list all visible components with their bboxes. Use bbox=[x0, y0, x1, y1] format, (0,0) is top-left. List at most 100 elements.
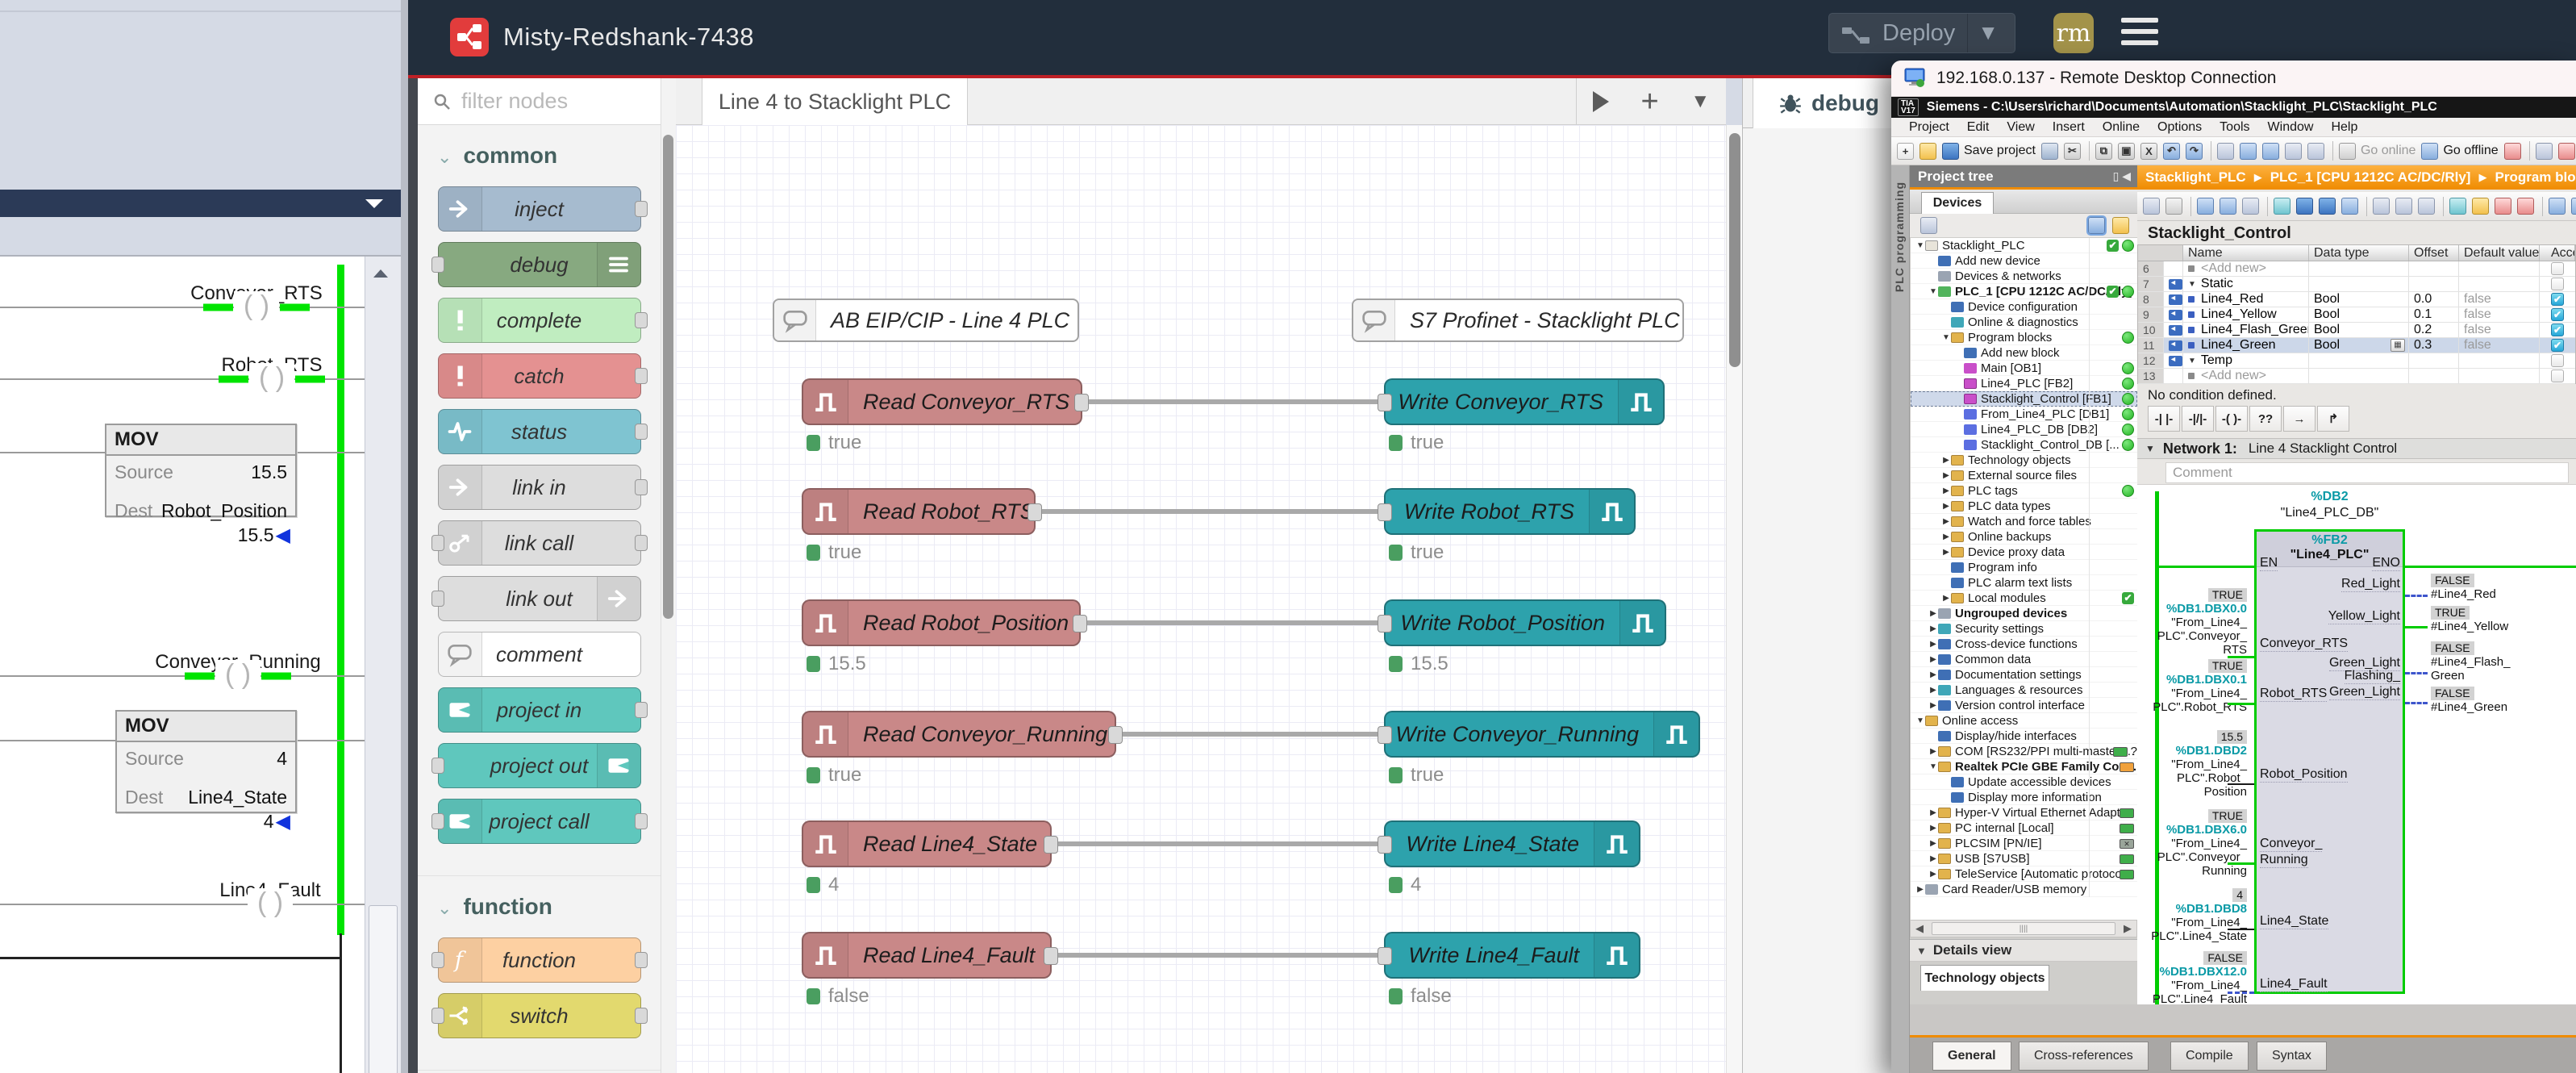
tab-general[interactable]: General bbox=[1932, 1042, 2011, 1071]
load-start-values-icon[interactable] bbox=[2418, 198, 2435, 215]
deploy-button[interactable]: Deploy ▼ bbox=[1828, 13, 2015, 53]
ladder-scrollbar[interactable] bbox=[365, 257, 401, 1073]
menu-item-help[interactable]: Help bbox=[2331, 119, 2358, 134]
node-input-port[interactable] bbox=[431, 758, 444, 774]
accessible-checkbox[interactable] bbox=[2551, 354, 2564, 367]
canvas-scrollbar[interactable] bbox=[1726, 125, 1742, 1073]
copy-icon[interactable]: ⧉ bbox=[2095, 142, 2112, 160]
expand-all-icon[interactable] bbox=[2449, 198, 2466, 215]
node-input-port[interactable] bbox=[431, 813, 444, 829]
open-icon[interactable] bbox=[1919, 142, 1936, 160]
palette-node-project-out[interactable]: project out bbox=[431, 743, 641, 788]
reset-start-icon[interactable] bbox=[2495, 198, 2511, 215]
insert-row-above-icon[interactable] bbox=[2197, 198, 2214, 215]
tree-item-plc-data-types[interactable]: ▶PLC data types bbox=[1911, 499, 2137, 514]
user-avatar[interactable]: rm bbox=[2053, 13, 2094, 53]
node-output-port[interactable] bbox=[634, 201, 648, 217]
tree-item-plc-1-cpu-1212c-ac-dc-rly[interactable]: ▼PLC_1 [CPU 1212C AC/DC/Rly]✔ bbox=[1911, 284, 2137, 299]
expander-open-icon[interactable]: ▼ bbox=[1929, 762, 1937, 771]
scrollbar-thumb[interactable] bbox=[1729, 133, 1740, 367]
node-output-port[interactable] bbox=[634, 535, 648, 551]
expander-closed-icon[interactable]: ▶ bbox=[1930, 808, 1936, 817]
palette-node-comment[interactable]: comment bbox=[437, 632, 641, 677]
tab-cross-references[interactable]: Cross-references bbox=[2019, 1042, 2149, 1071]
node-input-port[interactable] bbox=[431, 591, 444, 607]
output-coil[interactable]: ( ) bbox=[215, 660, 261, 692]
favorites-icon[interactable] bbox=[2472, 198, 2489, 215]
tree-item-realtek-pcie-gbe-family-con[interactable]: ▼Realtek PCIe GBE Family Con... bbox=[1911, 759, 2137, 774]
scroll-left-icon[interactable]: ◀ bbox=[1915, 922, 1924, 934]
redo-icon[interactable]: ↷ bbox=[2185, 142, 2203, 160]
write-node[interactable]: Write Line4_Fault bbox=[1378, 932, 1640, 979]
tree-item-cross-device-functions[interactable]: ▶Cross-device functions bbox=[1911, 637, 2137, 652]
expander-closed-icon[interactable]: ▶ bbox=[1930, 670, 1936, 679]
tree-item-stacklight-control-db[interactable]: Stacklight_Control_DB [... bbox=[1911, 437, 2137, 453]
download-values-icon[interactable] bbox=[2571, 198, 2576, 215]
tree-expand-icon[interactable] bbox=[2112, 217, 2129, 234]
project-tree-hscrollbar[interactable]: ◀ |||| ▶ bbox=[1910, 920, 2137, 937]
tree-item-display-hide-interfaces[interactable]: Display/hide interfaces bbox=[1911, 729, 2137, 744]
write-node[interactable]: Write Conveyor_RTS bbox=[1378, 378, 1665, 425]
go-offline-icon[interactable] bbox=[2421, 142, 2439, 160]
palette-section-function[interactable]: ⌄function bbox=[418, 876, 661, 928]
tag-row-temp[interactable]: 12▼Temp bbox=[2138, 353, 2575, 369]
remove-block-icon[interactable] bbox=[2557, 142, 2575, 160]
read-node[interactable]: Read Line4_State bbox=[802, 820, 1058, 867]
node-input-port[interactable] bbox=[1378, 836, 1392, 854]
menu-item-online[interactable]: Online bbox=[2102, 119, 2140, 134]
rdp-titlebar[interactable]: 192.168.0.137 - Remote Desktop Connectio… bbox=[1891, 61, 2576, 97]
tree-item-device-configuration[interactable]: Device configuration bbox=[1911, 299, 2137, 315]
dropdown-triangle-icon[interactable] bbox=[365, 199, 383, 208]
deploy-caret-icon[interactable]: ▼ bbox=[1978, 20, 1999, 44]
output-coil[interactable]: ( ) bbox=[248, 888, 293, 921]
tree-item-online-diagnostics[interactable]: Online & diagnostics bbox=[1911, 315, 2137, 330]
expander-closed-icon[interactable]: ▶ bbox=[1930, 639, 1936, 649]
flow-menu-caret-icon[interactable]: ▼ bbox=[1690, 90, 1711, 112]
output-coil[interactable]: ( ) bbox=[234, 291, 279, 324]
palette-section-common[interactable]: ⌄common bbox=[418, 125, 661, 177]
tree-item-plc-tags[interactable]: ▶PLC tags bbox=[1911, 483, 2137, 499]
comment-node[interactable]: AB EIP/CIP - Line 4 PLC bbox=[773, 299, 1079, 342]
list-flows-icon[interactable] bbox=[1592, 91, 1609, 112]
palette-search-input[interactable]: filter nodes bbox=[418, 78, 661, 125]
scrollbar-thumb[interactable] bbox=[663, 135, 673, 619]
palette-node-project-call[interactable]: project call bbox=[431, 799, 648, 844]
node-output-port[interactable] bbox=[1073, 615, 1087, 633]
menu-item-tools[interactable]: Tools bbox=[2220, 119, 2250, 134]
node-input-port[interactable] bbox=[431, 535, 444, 551]
tree-item-stacklight-plc[interactable]: ▼Stacklight_PLC✔ bbox=[1911, 238, 2137, 253]
tree-item-online-backups[interactable]: ▶Online backups bbox=[1911, 529, 2137, 545]
type-picker-button[interactable]: ▦ bbox=[2391, 339, 2405, 352]
accessible-checkbox[interactable]: ✔ bbox=[2551, 293, 2564, 306]
tab-devices[interactable]: Devices bbox=[1921, 192, 1994, 214]
expander-open-icon[interactable]: ▼ bbox=[1916, 716, 1924, 725]
lad-favorite-[interactable]: -|/|- bbox=[2182, 406, 2214, 432]
accessible-checkbox[interactable] bbox=[2551, 278, 2564, 290]
tree-item-main-ob1[interactable]: Main [OB1] bbox=[1911, 361, 2137, 376]
column-header-offset[interactable]: Offset bbox=[2409, 245, 2459, 261]
expander-closed-icon[interactable]: ▶ bbox=[1943, 547, 1949, 557]
upload-values-icon[interactable] bbox=[2549, 198, 2566, 215]
tree-item-online-access[interactable]: ▼Online access bbox=[1911, 713, 2137, 729]
expander-open-icon[interactable]: ▼ bbox=[1916, 240, 1924, 250]
add-tag-icon[interactable] bbox=[2143, 198, 2160, 215]
menu-item-window[interactable]: Window bbox=[2267, 119, 2314, 134]
scrollbar-thumb[interactable]: |||| bbox=[1932, 922, 2115, 935]
tree-item-line4-plc-db-db2[interactable]: Line4_PLC_DB [DB2] bbox=[1911, 422, 2137, 437]
tree-item-version-control-interface[interactable]: ▶Version control interface bbox=[1911, 698, 2137, 713]
palette-node-switch[interactable]: switch bbox=[431, 993, 648, 1038]
tree-item-stacklight-control-fb1[interactable]: Stacklight_Control [FB1] bbox=[1911, 391, 2137, 407]
column-header-default-value[interactable]: Default value bbox=[2459, 245, 2540, 261]
read-node[interactable]: Read Conveyor_RTS bbox=[802, 378, 1089, 425]
expander-open-icon[interactable]: ▼ bbox=[1942, 332, 1950, 342]
write-node[interactable]: Write Conveyor_Running bbox=[1378, 711, 1700, 758]
palette-node-inject[interactable]: inject bbox=[437, 186, 648, 232]
expander-closed-icon[interactable]: ▶ bbox=[1930, 823, 1936, 833]
node-output-port[interactable] bbox=[634, 702, 648, 718]
tree-item-update-accessible-devices[interactable]: Update accessible devices bbox=[1911, 774, 2137, 790]
network-comment-input[interactable]: Comment bbox=[2165, 462, 2569, 483]
keep-values-icon[interactable] bbox=[2242, 198, 2259, 215]
compile-icon[interactable] bbox=[2216, 142, 2234, 160]
